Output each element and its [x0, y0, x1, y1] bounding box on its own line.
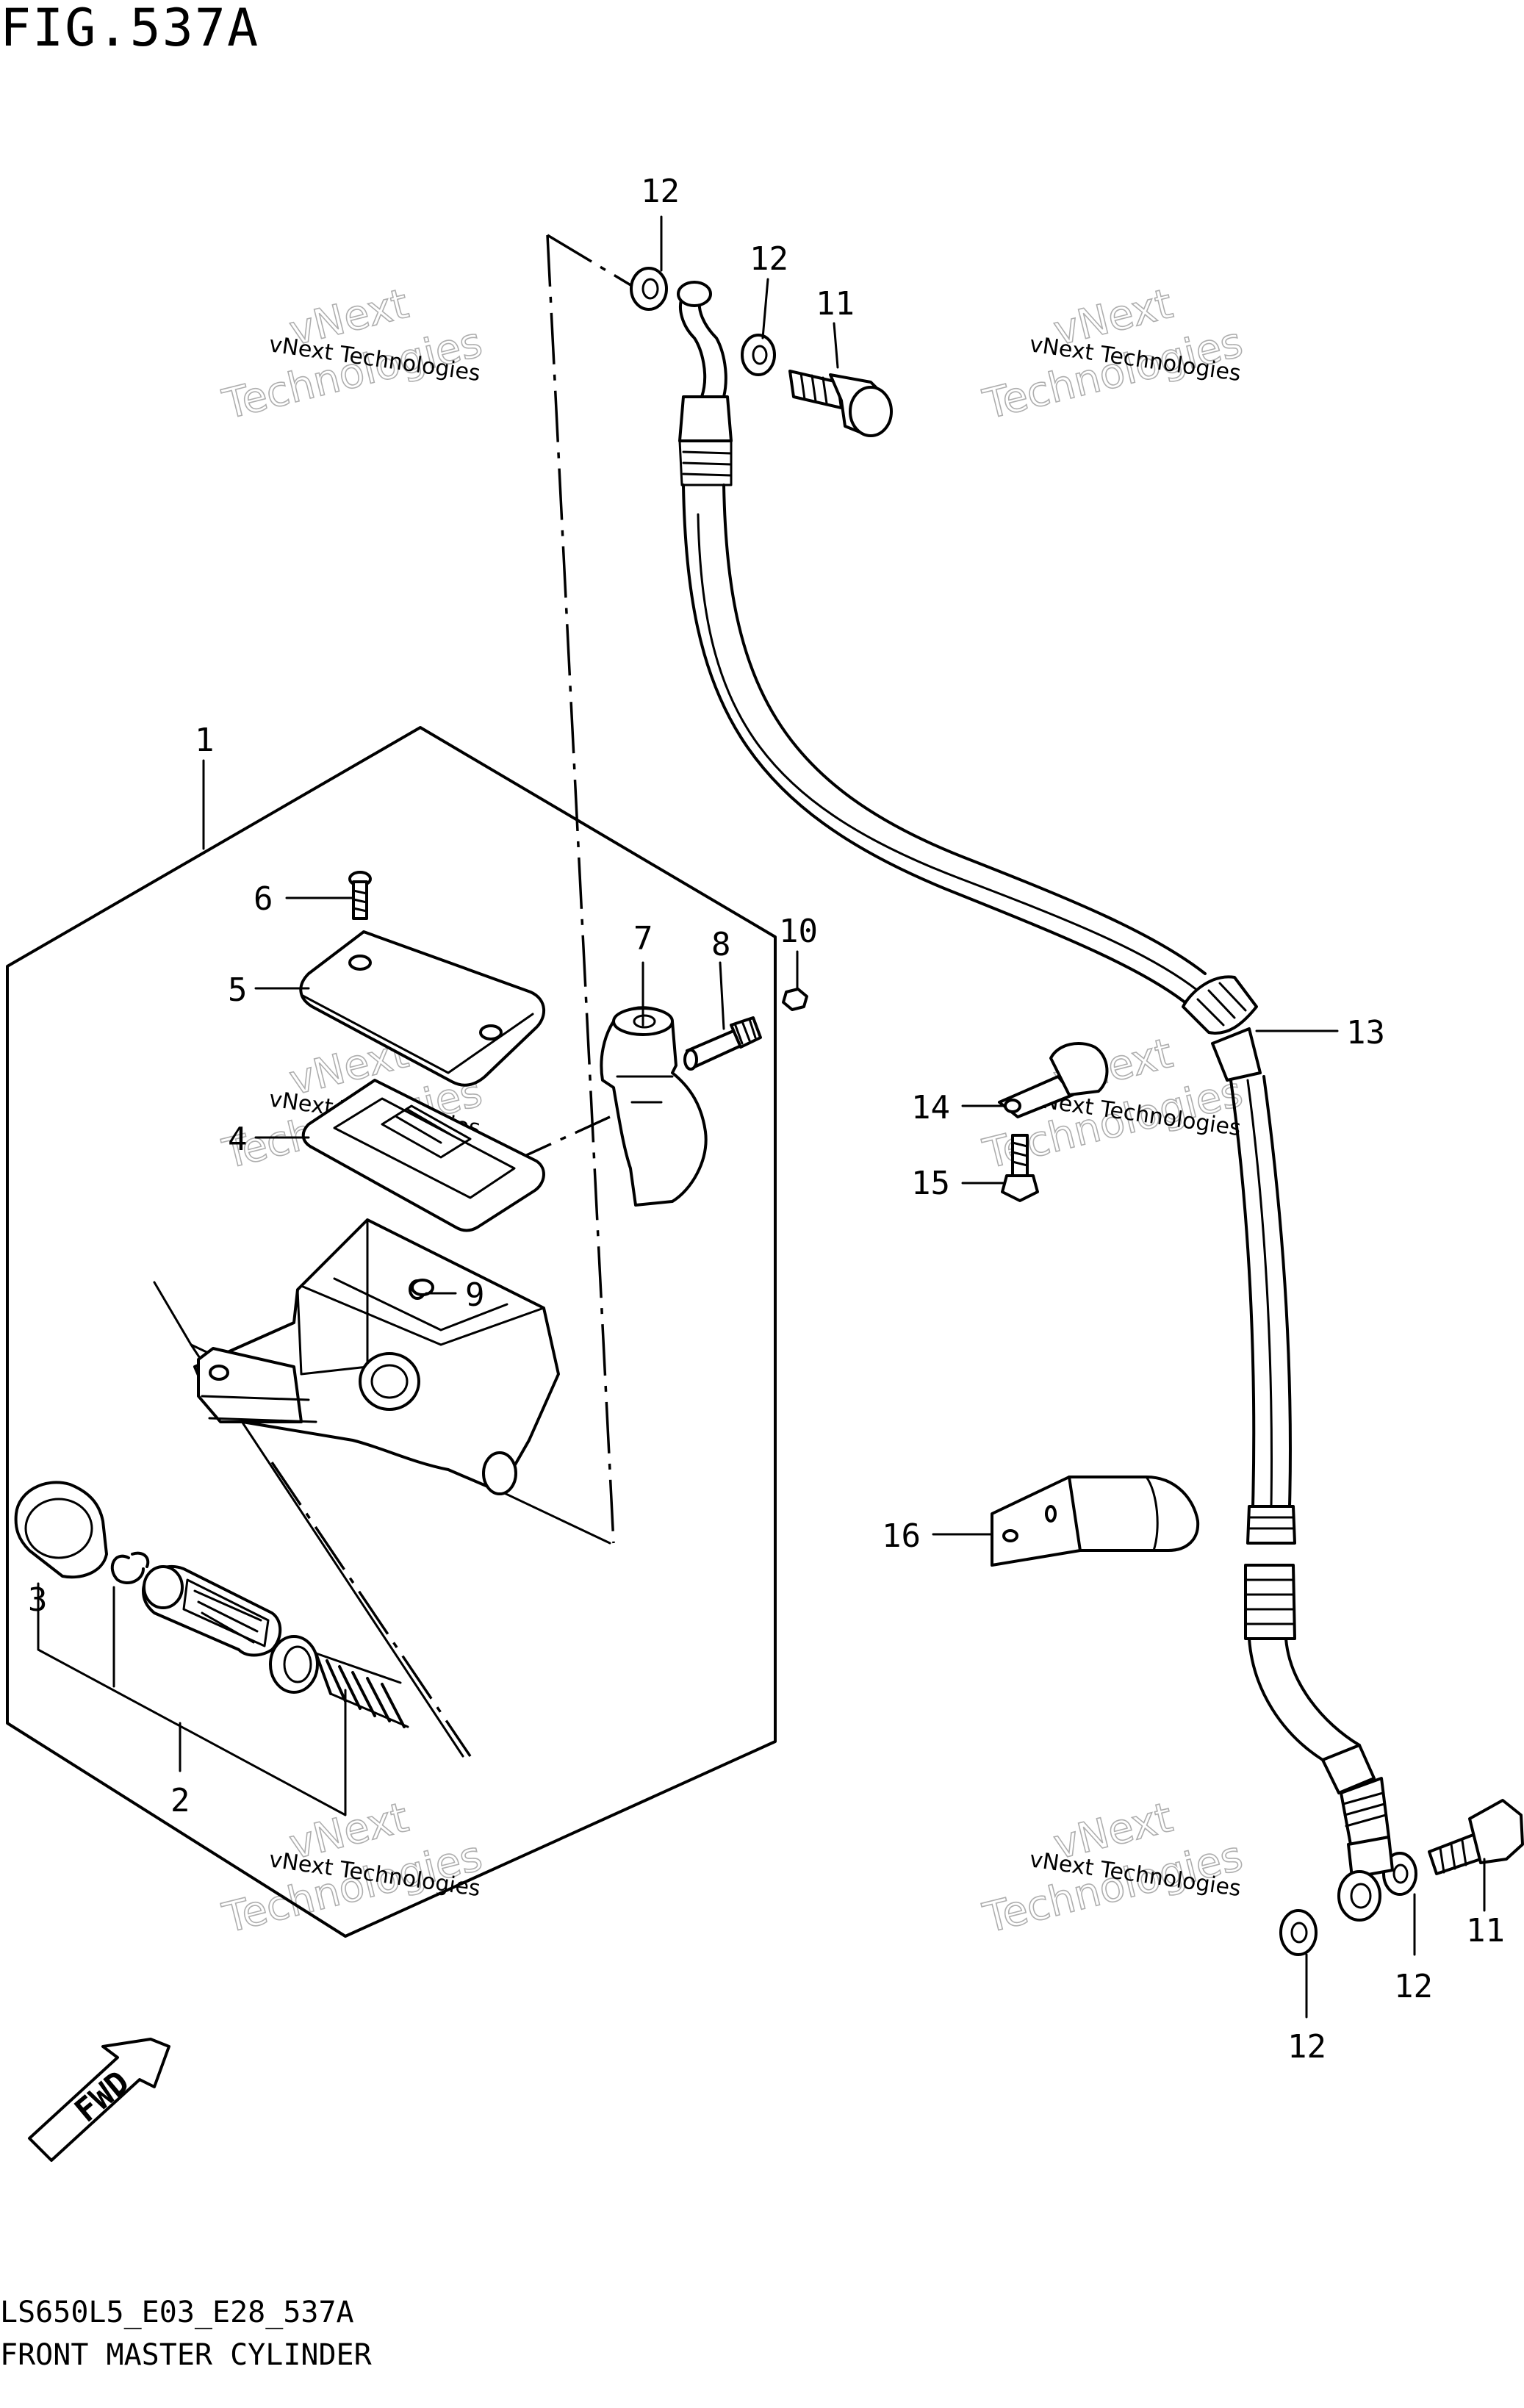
callout-11-top: 11 [816, 285, 855, 323]
screw-part-9 [411, 1279, 434, 1296]
alignment-line-body [270, 1462, 472, 1757]
callout-1: 1 [195, 722, 215, 759]
master-cylinder-body [193, 1218, 560, 1495]
assembly-outline [6, 726, 777, 1938]
fwd-arrow-icon: FWD [28, 2038, 170, 2162]
callout-7: 7 [633, 920, 653, 957]
watermark-top-right: Technologies vNext vNext Technologies [978, 279, 1248, 429]
callout-13: 13 [1346, 1014, 1385, 1052]
figure-name: FRONT MASTER CYLINDER [0, 2338, 373, 2372]
callout-15: 15 [911, 1165, 950, 1202]
watermark-bottom-right: Technologies vNext vNext Technologies [978, 1793, 1248, 1943]
washer-bottom-1 [1279, 1909, 1318, 1956]
callout-2: 2 [170, 1782, 190, 1819]
pivot-bolt-part-8 [683, 1016, 762, 1071]
callout-10: 10 [779, 913, 818, 950]
banjo-bolt-top [788, 370, 893, 437]
figure-title: FIG.537A [0, 0, 259, 58]
screw-part-6 [348, 871, 372, 920]
callout-9: 9 [465, 1276, 485, 1314]
dust-boot-part-3 [14, 1481, 108, 1579]
piston [142, 1564, 282, 1657]
callout-11-bottom: 11 [1466, 1912, 1505, 1949]
callout-5: 5 [228, 971, 248, 1009]
leader-lines [37, 215, 1486, 2019]
pivot-holder-part-7 [600, 1006, 708, 1207]
washer-top-2 [741, 334, 776, 376]
reservoir-cap-part-5 [299, 930, 546, 1087]
callout-12-top-1: 12 [641, 173, 680, 210]
callout-14: 14 [911, 1089, 950, 1126]
callout-4: 4 [228, 1121, 248, 1158]
alignment-line-top [547, 234, 640, 292]
washer-top-1 [630, 267, 668, 311]
nut-part-10 [782, 988, 808, 1011]
hose-bracket-part-16 [991, 1476, 1200, 1567]
callout-3: 3 [28, 1581, 48, 1619]
callout-8: 8 [711, 926, 731, 963]
banjo-bolt-bottom [1428, 1799, 1524, 1875]
callout-16: 16 [882, 1517, 921, 1555]
watermark-bottom-left: Technologies vNext vNext Technologies [218, 1793, 487, 1943]
figure-code: LS650L5_E03_E28_537A [0, 2296, 354, 2329]
bolt-part-15 [1001, 1134, 1039, 1202]
cup-seal [269, 1635, 319, 1694]
circlip-end [131, 1551, 150, 1568]
alignment-line-vertical [546, 234, 615, 1544]
callout-12-bottom-2: 12 [1287, 2028, 1326, 2066]
callout-6: 6 [254, 880, 273, 918]
circlip [110, 1554, 145, 1584]
return-spring [314, 1652, 409, 1728]
watermark-top-left: Technologies vNext vNext Technologies [218, 279, 487, 429]
callout-12-bottom-1: 12 [1394, 1968, 1433, 2005]
callout-12-top-2: 12 [750, 240, 788, 278]
hose-clamp-part-14 [998, 1042, 1109, 1118]
brake-hose-part-13 [677, 281, 1394, 1922]
